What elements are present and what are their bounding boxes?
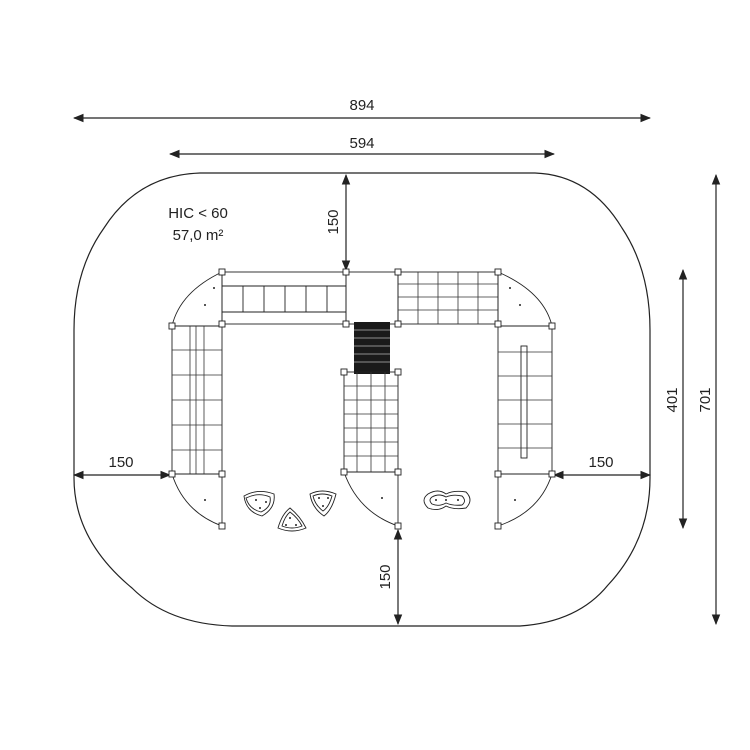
stepping-stone (281, 511, 303, 529)
dimension-label-150-left: 150 (108, 454, 133, 471)
post (494, 320, 502, 328)
area-label: 57,0 m² (173, 227, 224, 244)
post (218, 470, 226, 478)
ladder-climber-right (497, 325, 553, 475)
post (494, 522, 502, 530)
dimension-right-clearance: 150 (552, 454, 652, 480)
dimension-label-150-bottom: 150 (377, 564, 394, 589)
post (168, 322, 176, 330)
post (494, 268, 502, 276)
stepping-stone (312, 493, 333, 512)
dimension-label-594: 594 (349, 135, 374, 152)
post (218, 268, 226, 276)
post (394, 522, 402, 530)
dimension-bottom-clearance: 150 (377, 528, 403, 626)
post (342, 320, 350, 328)
net-climber-left (171, 325, 223, 475)
dimension-top-clearance: 150 (325, 173, 351, 272)
post (394, 368, 402, 376)
stepping-stone (309, 490, 337, 517)
net-bridge-top-right (397, 271, 499, 325)
dimension-label-701: 701 (697, 387, 714, 412)
safety-zone-outline (73, 172, 651, 627)
dimension-inner-width: 594 (168, 135, 556, 159)
ladder-bridge-top-left (221, 271, 347, 325)
dimension-label-894: 894 (349, 97, 374, 114)
dimension-structure-depth: 401 (664, 268, 688, 530)
dimension-total-width: 894 (72, 97, 652, 123)
post (394, 268, 402, 276)
corner-platform-bottom-left (171, 473, 223, 527)
corner-platform-bottom-center (343, 471, 399, 527)
dimension-left-clearance: 150 (72, 454, 172, 480)
stepping-stones (243, 490, 337, 532)
dimension-label-150-top: 150 (325, 209, 342, 234)
dimension-label-150-right: 150 (588, 454, 613, 471)
post (494, 470, 502, 478)
post (218, 320, 226, 328)
post (340, 368, 348, 376)
corner-platform-bottom-right (497, 473, 553, 527)
post (548, 322, 556, 330)
balance-board (423, 490, 471, 511)
post (342, 268, 350, 276)
corner-platform-top-left (171, 271, 223, 327)
post (394, 320, 402, 328)
hic-label: HIC < 60 (168, 205, 228, 222)
post (218, 522, 226, 530)
center-platform (345, 271, 399, 325)
post (394, 468, 402, 476)
post (168, 470, 176, 478)
dimension-total-depth: 701 (697, 173, 721, 626)
post (340, 468, 348, 476)
post (548, 470, 556, 478)
dimension-label-401: 401 (664, 387, 681, 412)
center-stair (354, 322, 390, 374)
stepping-stone (243, 491, 275, 517)
net-climber-center (343, 371, 399, 473)
corner-platform-top-right (497, 271, 553, 327)
stepping-stone (245, 494, 271, 513)
stepping-stone (277, 507, 307, 532)
posts (168, 268, 556, 530)
